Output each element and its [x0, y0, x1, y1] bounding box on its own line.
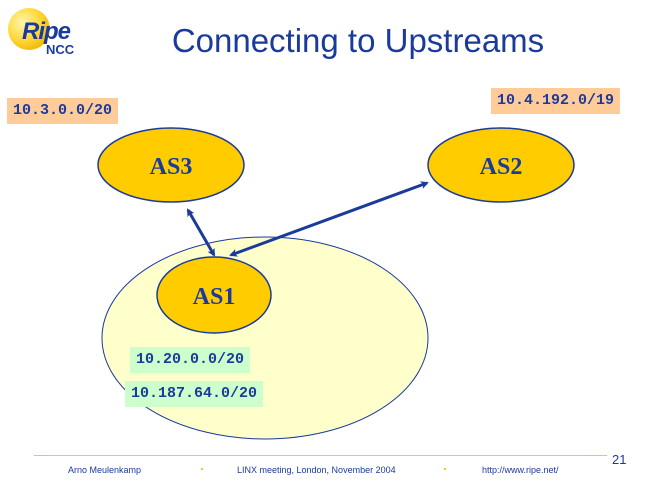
logo-ncc-text: NCC	[46, 42, 75, 57]
footer-separator	[201, 468, 203, 470]
as1-prefix-2: 10.187.64.0/20	[125, 381, 264, 407]
ripe-ncc-logo: Ripe NCC	[4, 6, 84, 57]
footer-event: LINX meeting, London, November 2004	[237, 465, 396, 475]
as3-node-shape[interactable]	[97, 127, 245, 203]
as2-label: AS2	[480, 154, 523, 180]
link-as3-as1	[186, 208, 216, 257]
link-as2-as1	[229, 181, 429, 257]
footer-author: Arno Meulenkamp	[68, 465, 142, 475]
as1-label: AS1	[193, 284, 236, 310]
as1-customer-region	[101, 236, 429, 440]
footer-divider	[34, 455, 607, 456]
slide-title: Connecting to Upstreams	[171, 22, 545, 59]
as2-node-shape[interactable]	[427, 127, 575, 203]
as3-label: AS3	[150, 154, 193, 180]
as3-prefix: 10.3.0.0/20	[7, 98, 119, 124]
logo-ripe-text: Ripe	[22, 18, 71, 45]
as1-node-shape[interactable]	[156, 256, 272, 334]
as2-prefix: 10.4.192.0/19	[491, 88, 621, 114]
footer-separator	[444, 468, 446, 470]
globe-icon	[8, 8, 50, 50]
slide-number: 21	[612, 452, 627, 467]
footer-url[interactable]: http://www.ripe.net/	[482, 465, 559, 475]
as1-prefix-1: 10.20.0.0/20	[130, 347, 251, 373]
